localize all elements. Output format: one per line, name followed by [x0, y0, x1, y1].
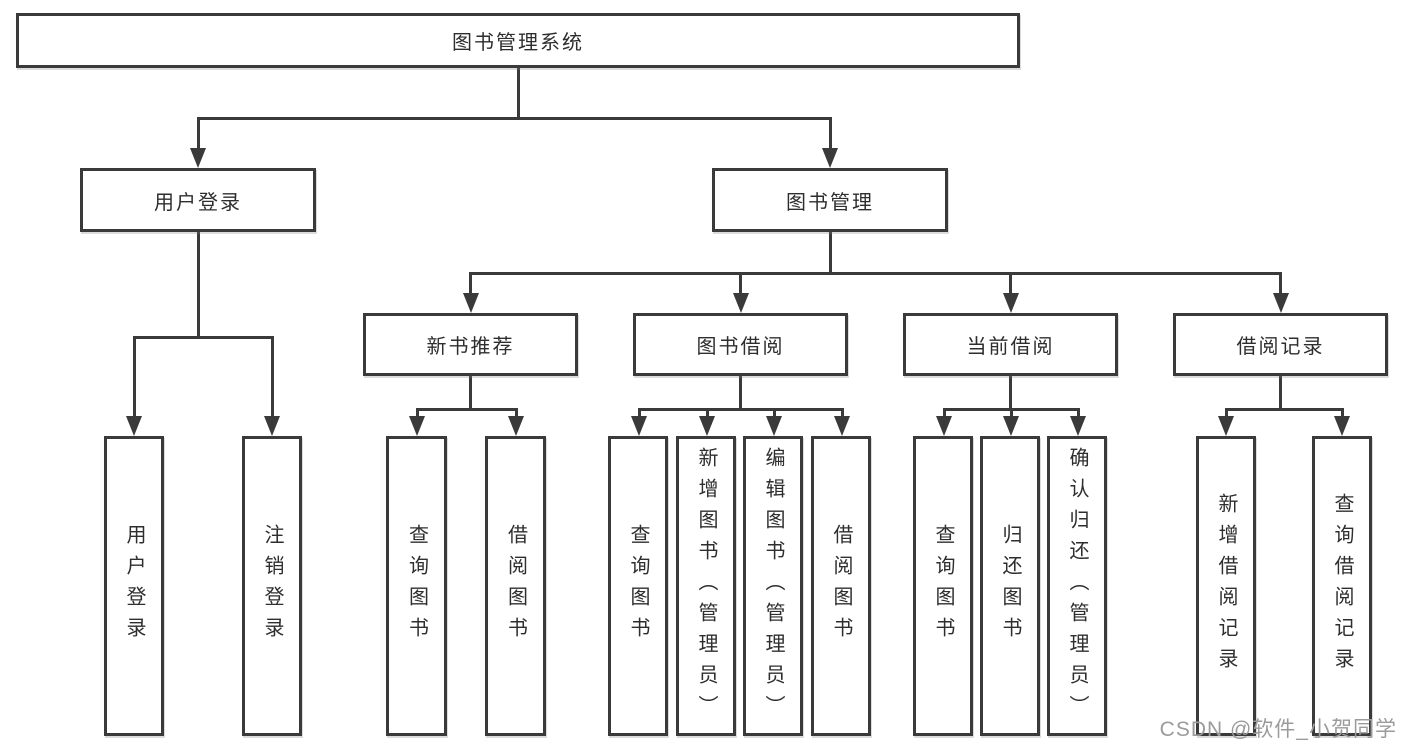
leaf-add-book-admin-label: 新增图书（管理员）: [695, 446, 717, 726]
connector-drop-leaf: [772, 408, 776, 416]
arrowhead-leaf: [1218, 416, 1234, 436]
connector-book-mgmt-trunk: [828, 232, 832, 272]
leaf-query-books-3-label: 查询图书: [932, 524, 954, 648]
node-current-borrow: 当前借阅: [903, 313, 1118, 376]
node-book-borrow: 图书借阅: [633, 313, 848, 376]
connector-drop-leaf: [1009, 408, 1013, 416]
node-book-mgmt-label: 图书管理: [786, 191, 874, 214]
connector-drop-leaf: [942, 408, 946, 416]
leaf-user-login: 用户登录: [104, 436, 164, 736]
leaf-borrow-books-2-label: 借阅图书: [830, 524, 852, 648]
leaf-add-borrow-record: 新增借阅记录: [1196, 436, 1256, 736]
leaf-borrow-books-1-label: 借阅图书: [504, 524, 527, 648]
node-new-books: 新书推荐: [363, 313, 578, 376]
arrowhead-leaf: [766, 416, 782, 436]
leaf-query-books-2-label: 查询图书: [627, 524, 649, 648]
arrowhead-leaf: [631, 416, 647, 436]
leaf-add-book-admin: 新增图书（管理员）: [676, 436, 736, 736]
connector-borrow-records-trunk: [1279, 376, 1282, 408]
connector-current-borrow-trunk: [1009, 376, 1012, 408]
arrowhead-leaf: [834, 416, 850, 436]
leaf-return-books-label: 归还图书: [999, 524, 1021, 648]
node-user-login: 用户登录: [80, 168, 316, 232]
leaf-user-login-label: 用户登录: [123, 524, 145, 648]
csdn-watermark: CSDN @软件_小贺同学: [1159, 718, 1397, 741]
connector-drop-leaf: [840, 408, 844, 416]
connector-drop-leaf: [1076, 408, 1080, 416]
connector-book-mgmt-branch: [469, 272, 1282, 275]
leaf-add-borrow-record-label: 新增借阅记录: [1215, 493, 1237, 679]
connector-borrow-records-branch: [1224, 408, 1344, 411]
connector-drop-book-mgmt: [828, 117, 832, 149]
leaf-edit-book-admin: 编辑图书（管理员）: [743, 436, 803, 736]
node-book-mgmt: 图书管理: [712, 168, 948, 232]
leaf-logout: 注销登录: [242, 436, 302, 736]
arrowhead-leaf: [508, 416, 524, 436]
node-root: 图书管理系统: [16, 13, 1020, 68]
connector-new-books-trunk: [469, 376, 472, 408]
node-current-borrow-label: 当前借阅: [966, 336, 1055, 358]
connector-drop-new-books: [469, 272, 472, 293]
connector-drop-borrow-records: [1279, 272, 1282, 293]
node-new-books-label: 新书推荐: [426, 336, 515, 358]
arrowhead-book-borrow: [732, 293, 749, 313]
connector-user-login-branch: [133, 336, 274, 339]
connector-drop-book-borrow: [739, 272, 742, 293]
connector-new-books-branch: [415, 408, 518, 411]
leaf-query-books-2: 查询图书: [608, 436, 668, 736]
node-user-login-label: 用户登录: [154, 191, 242, 214]
leaf-return-books: 归还图书: [980, 436, 1040, 736]
node-root-label: 图书管理系统: [452, 32, 584, 54]
connector-root-branch: [197, 117, 831, 120]
leaf-query-borrow-record-label: 查询借阅记录: [1331, 493, 1353, 679]
arrowhead-book-mgmt: [822, 148, 838, 168]
leaf-logout-label: 注销登录: [261, 524, 283, 648]
arrowhead-user-login: [190, 148, 206, 168]
arrowhead-borrow-records: [1272, 293, 1289, 313]
arrowhead-leaf: [1070, 416, 1086, 436]
leaf-query-books-1: 查询图书: [386, 436, 447, 736]
leaf-edit-book-admin-label: 编辑图书（管理员）: [762, 446, 784, 726]
connector-book-borrow-trunk: [739, 376, 742, 408]
leaf-query-books-3: 查询图书: [913, 436, 973, 736]
connector-drop-leaf: [1224, 408, 1228, 416]
leaf-borrow-books-1: 借阅图书: [485, 436, 546, 736]
arrowhead-logout-leaf: [264, 416, 280, 436]
connector-root-trunk: [516, 68, 520, 117]
connector-drop-leaf: [514, 408, 518, 416]
connector-user-login-trunk: [196, 232, 200, 336]
arrowhead-leaf: [1334, 416, 1350, 436]
connector-drop-leaf: [1340, 408, 1344, 416]
connector-drop-logout-leaf: [270, 336, 274, 416]
arrowhead-new-books: [462, 293, 479, 313]
connector-drop-leaf: [705, 408, 709, 416]
node-borrow-records: 借阅记录: [1173, 313, 1388, 376]
arrowhead-current-borrow: [1002, 293, 1019, 313]
connector-drop-user-login: [196, 117, 200, 149]
connector-drop-current-borrow: [1009, 272, 1012, 293]
arrowhead-leaf: [699, 416, 715, 436]
arrowhead-login-leaf: [126, 416, 142, 436]
leaf-query-borrow-record: 查询借阅记录: [1312, 436, 1372, 736]
connector-drop-login-leaf: [132, 336, 136, 416]
arrowhead-leaf: [1003, 416, 1019, 436]
leaf-query-books-1-label: 查询图书: [405, 524, 428, 648]
connector-drop-leaf: [637, 408, 641, 416]
connector-book-borrow-branch: [637, 408, 844, 411]
leaf-borrow-books-2: 借阅图书: [811, 436, 871, 736]
connector-drop-leaf: [415, 408, 419, 416]
arrowhead-leaf: [409, 416, 425, 436]
arrowhead-leaf: [936, 416, 952, 436]
node-borrow-records-label: 借阅记录: [1236, 336, 1325, 358]
leaf-confirm-return-admin-label: 确认归还（管理员）: [1066, 446, 1088, 726]
leaf-confirm-return-admin: 确认归还（管理员）: [1047, 436, 1107, 736]
node-book-borrow-label: 图书借阅: [696, 336, 785, 358]
